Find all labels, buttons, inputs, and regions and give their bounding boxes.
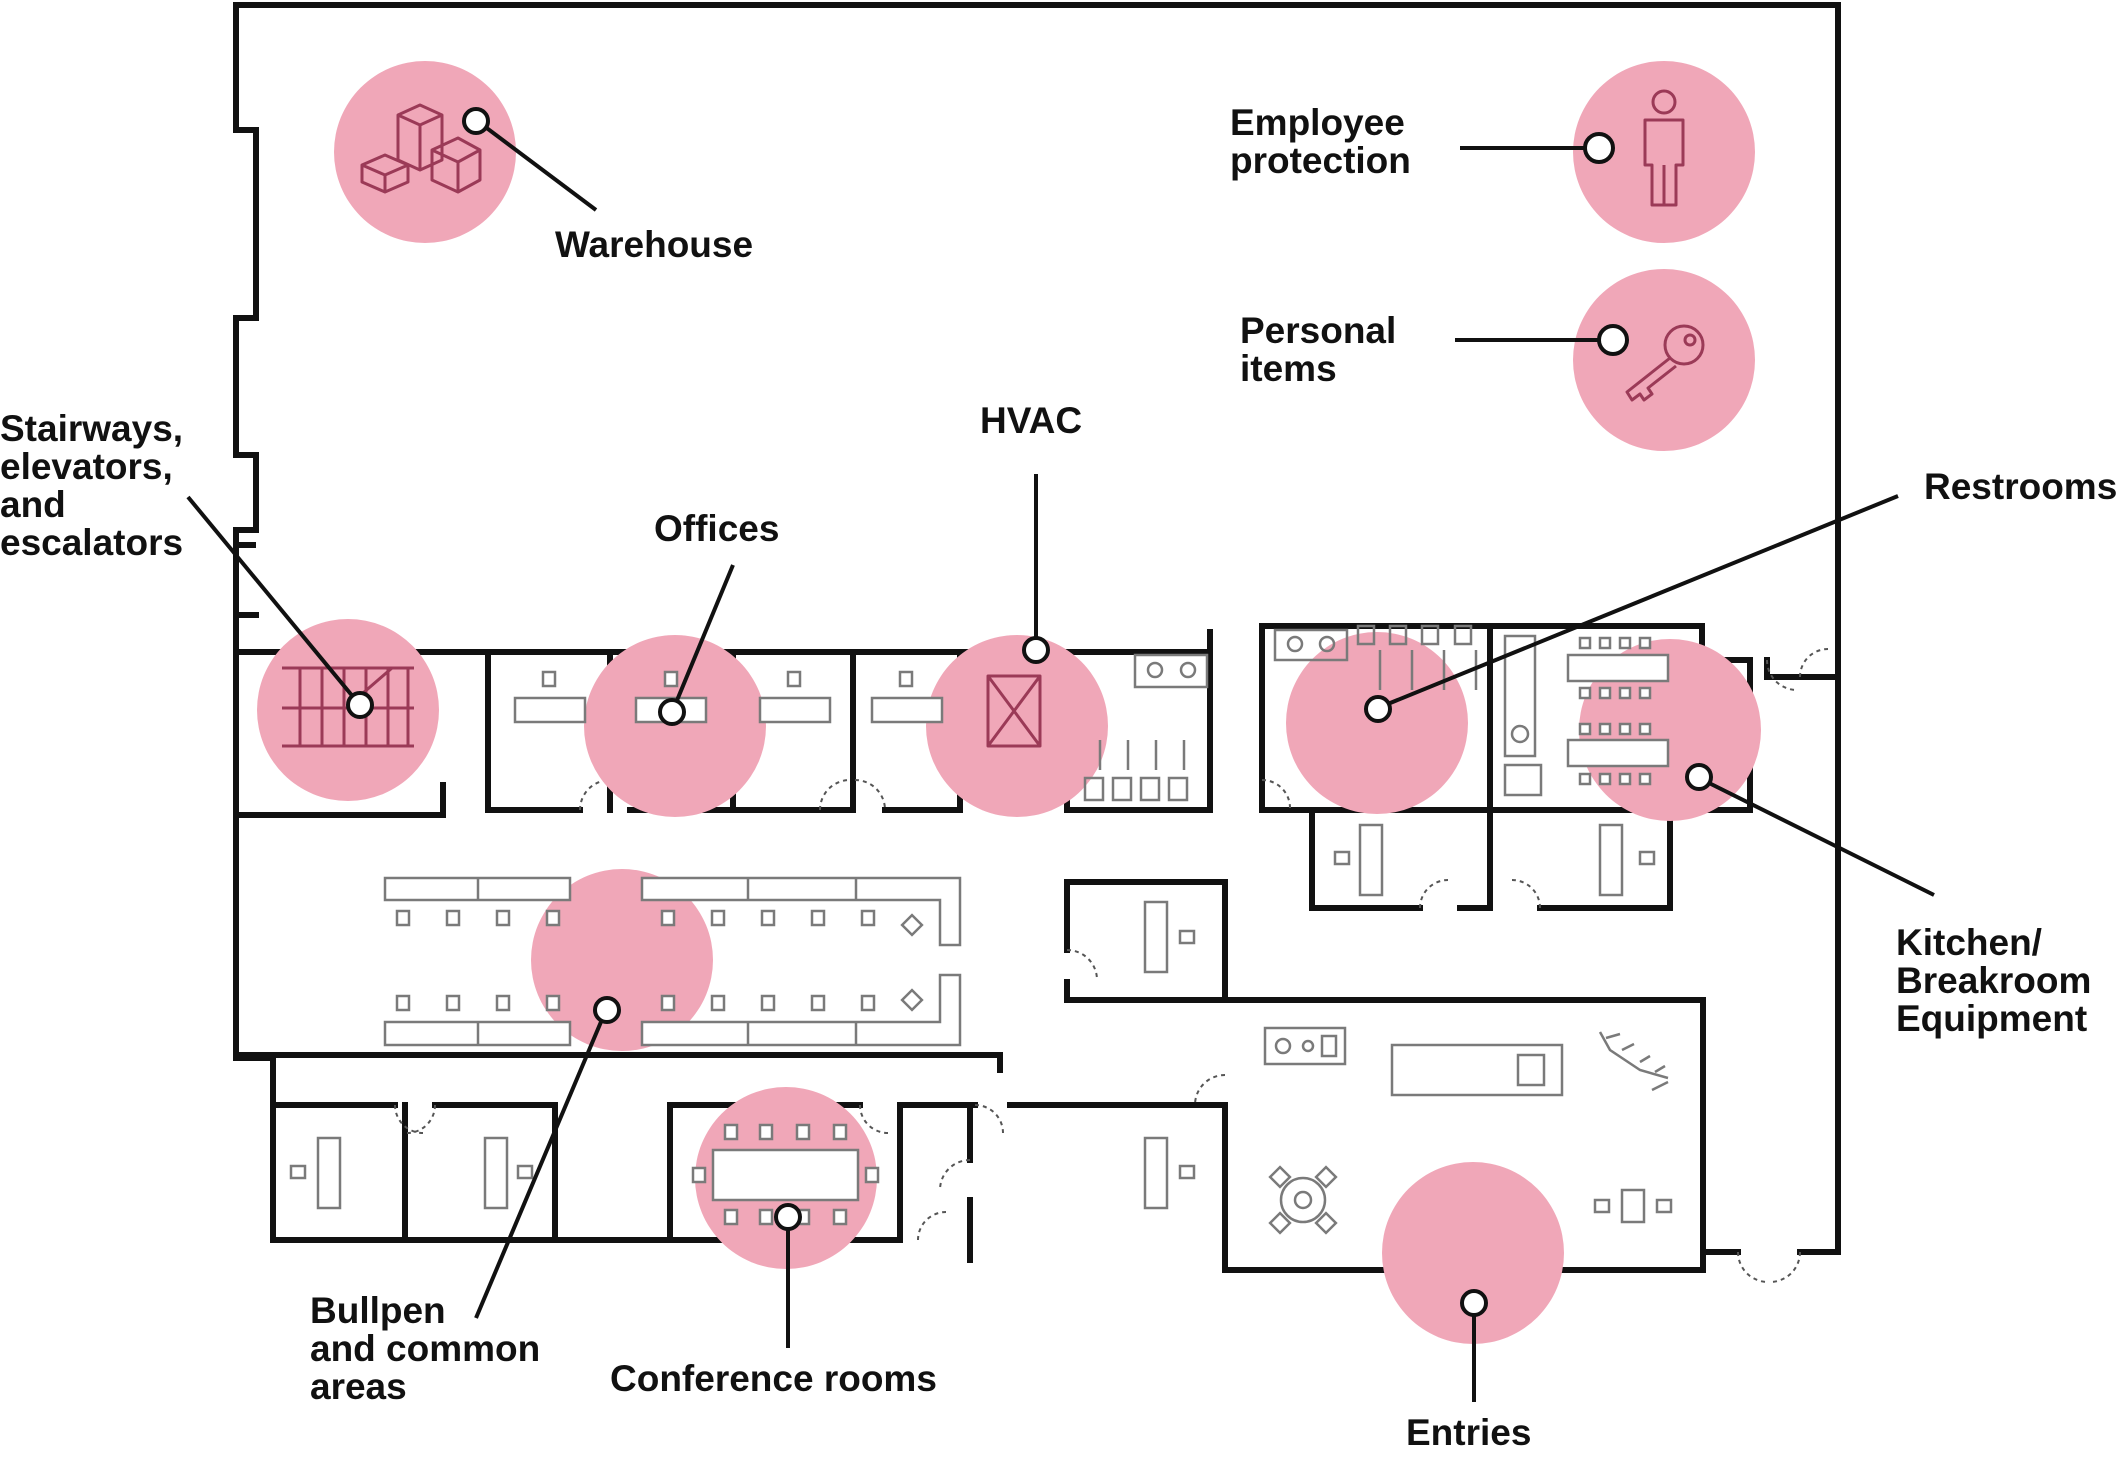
vent-icon — [986, 674, 1042, 748]
label-line: Breakroom — [1896, 960, 2092, 1001]
marker-bullpen — [593, 996, 621, 1024]
marker-kitchen — [1685, 763, 1713, 791]
boxes-icon — [360, 103, 482, 194]
highlight-personal-items — [1573, 269, 1755, 451]
label-line: areas — [310, 1366, 407, 1407]
label-line: Equipment — [1896, 998, 2088, 1039]
leader-offices — [671, 564, 735, 711]
label-line: items — [1240, 348, 1337, 389]
highlight-warehouse — [334, 61, 516, 243]
highlight-restrooms — [1286, 632, 1468, 814]
label-personal-items: Personal items — [1240, 312, 1396, 388]
marker-offices — [658, 698, 686, 726]
leader-stairways — [186, 495, 361, 706]
label-hvac: HVAC — [980, 400, 1083, 441]
label-kitchen: Kitchen/ Breakroom Equipment — [1896, 924, 2091, 1038]
highlight-employee-protection — [1573, 61, 1755, 243]
highlight-entries — [1382, 1162, 1564, 1344]
marker-stairways — [346, 691, 374, 719]
label-conference-rooms: Conference rooms — [610, 1358, 937, 1399]
label-line: protection — [1230, 140, 1411, 181]
furniture — [282, 624, 1673, 1235]
label-line: Bullpen — [310, 1290, 446, 1331]
label-line: and — [0, 484, 66, 525]
label-line: Kitchen/ — [1896, 922, 2042, 963]
marker-dots — [346, 107, 1713, 1317]
label-line: Employee — [1230, 102, 1405, 143]
label-line: escalators — [0, 522, 184, 563]
label-line: and common — [310, 1328, 541, 1369]
leader-bullpen — [474, 1009, 608, 1319]
label-warehouse: Warehouse — [555, 224, 754, 265]
marker-warehouse — [462, 107, 490, 135]
label-employee-protection: Employee protection — [1230, 104, 1411, 180]
label-line: Stairways, — [0, 408, 184, 449]
label-line: elevators, — [0, 446, 173, 487]
marker-hvac — [1022, 636, 1050, 664]
leader-kitchen — [1698, 776, 1935, 897]
highlight-hvac — [926, 635, 1108, 817]
label-bullpen: Bullpen and common areas — [310, 1292, 540, 1406]
leader-warehouse — [474, 118, 598, 212]
label-restrooms: Restrooms — [1924, 466, 2118, 507]
marker-conference — [774, 1203, 802, 1231]
marker-restrooms — [1364, 695, 1392, 723]
key-icon — [1625, 324, 1705, 402]
marker-entries — [1460, 1289, 1488, 1317]
marker-employee — [1583, 132, 1615, 164]
highlight-offices — [584, 635, 766, 817]
label-stairways: Stairways, elevators, and escalators — [0, 410, 183, 562]
leader-restrooms — [1377, 494, 1899, 710]
leader-lines — [186, 118, 1935, 1402]
person-icon — [1643, 89, 1685, 207]
label-offices: Offices — [654, 508, 780, 549]
marker-personal — [1597, 324, 1629, 356]
label-entries: Entries — [1406, 1412, 1532, 1453]
label-line: Personal — [1240, 310, 1397, 351]
